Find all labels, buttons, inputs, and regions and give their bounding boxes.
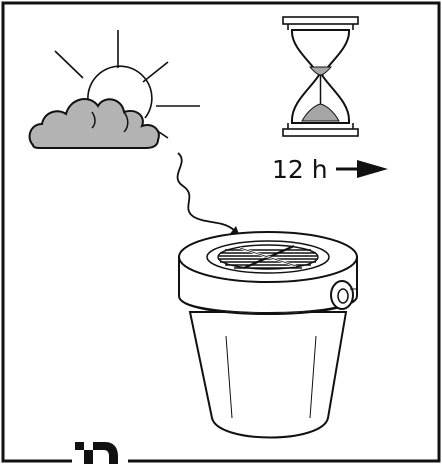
solar-lamp-illustration: [179, 232, 358, 438]
lamp-body: [190, 312, 346, 438]
wavy-arrow-icon: [178, 153, 240, 237]
cloud-icon: [30, 99, 159, 148]
charging-duration-label: 12 h: [272, 155, 328, 184]
hourglass-icon: [283, 17, 358, 136]
arrow-right-icon: [336, 160, 388, 178]
brand-logo-mark: [75, 442, 118, 464]
solar-panel: [218, 245, 318, 269]
